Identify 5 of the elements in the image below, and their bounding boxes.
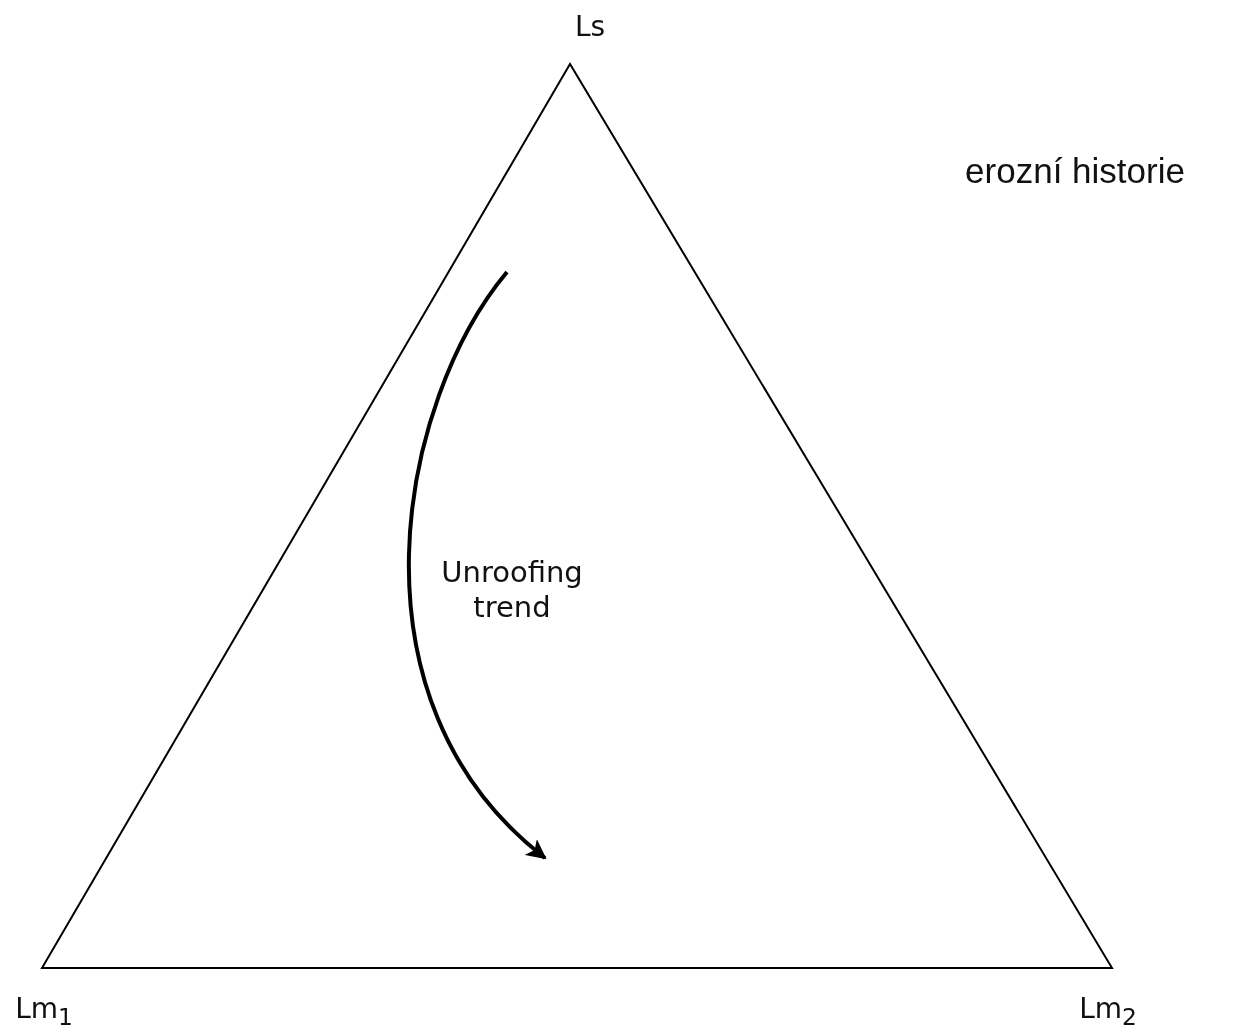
corner-label: Lm$_{2}$ <box>1078 992 1138 1031</box>
trend-label: Unroofing trend <box>440 555 584 625</box>
corner-label: Lm$_{1}$ <box>14 992 74 1031</box>
apex-label: Ls <box>573 10 607 44</box>
heading: erozní historie <box>964 150 1186 192</box>
